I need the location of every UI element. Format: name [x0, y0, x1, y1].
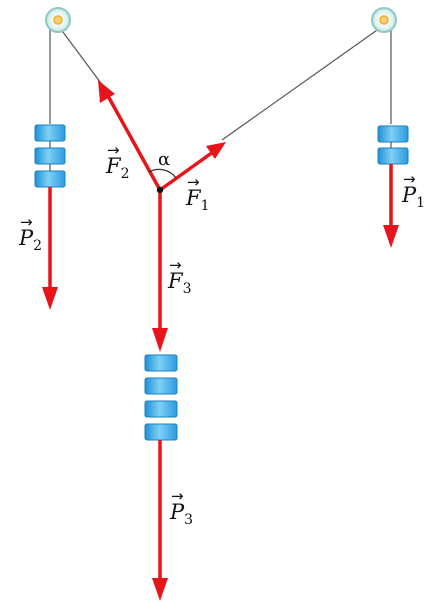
- label-p2: →P2: [19, 213, 43, 254]
- rope-right-diagonal: [221, 27, 381, 141]
- arrow-f2: [106, 95, 162, 191]
- arrow-p1-head: [383, 225, 399, 248]
- label-alpha: α: [158, 149, 171, 170]
- arrow-f3-head: [152, 328, 168, 352]
- weight-block: [377, 147, 409, 165]
- weight-block: [144, 377, 178, 395]
- arrow-f2-head: [98, 80, 115, 103]
- weight-block: [377, 125, 409, 143]
- arrow-p3-head: [152, 578, 168, 601]
- weight-block: [144, 423, 178, 441]
- rope-left-diagonal: [59, 27, 107, 91]
- arrow-f1: [158, 150, 215, 192]
- pulley-left-icon: [45, 7, 71, 33]
- angle-alpha-arc: [148, 168, 177, 179]
- label-p3: →P3: [170, 487, 194, 528]
- weight-stack-left: [34, 124, 66, 188]
- ropes: [49, 26, 392, 141]
- arrow-f1-head: [206, 142, 226, 159]
- label-f2: →F2: [106, 141, 130, 182]
- weight-stack-right: [377, 125, 409, 165]
- junction-point: [156, 186, 164, 194]
- weight-block: [34, 170, 66, 188]
- weight-stack-center: [144, 354, 178, 441]
- weight-block: [34, 124, 66, 142]
- label-p1: →P1: [402, 170, 426, 211]
- weight-block: [144, 400, 178, 418]
- label-f3: →F3: [168, 256, 192, 297]
- arrow-p2-head: [42, 287, 58, 310]
- weight-block: [144, 354, 178, 372]
- label-f1: →F1: [186, 173, 210, 214]
- force-arrows: [42, 80, 399, 601]
- pulley-right-icon: [371, 7, 397, 33]
- weight-block: [34, 147, 66, 165]
